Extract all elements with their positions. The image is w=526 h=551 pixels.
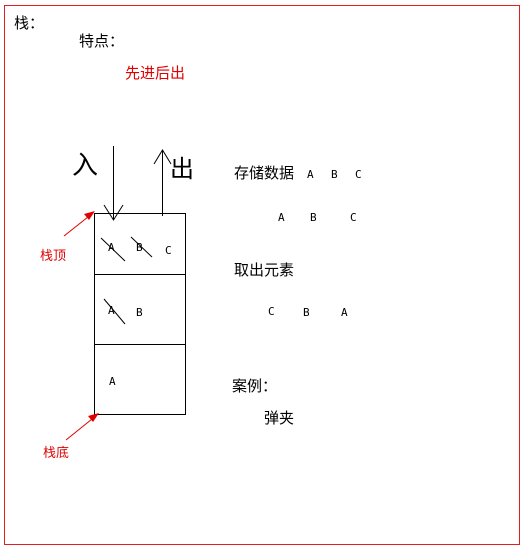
store-letter-c: C [355,168,362,181]
store-letter2-b: B [310,211,317,224]
cell-top-a: A [108,241,115,254]
cell-bottom-a: A [109,375,116,388]
case-value: 弹夹 [264,409,295,427]
store-letter2-c: C [350,211,357,224]
cell-mid-b: B [136,306,143,319]
out-arrow-head [153,149,172,165]
bottom-label: 栈底 [43,446,70,461]
in-arrow-head [103,204,124,221]
store-letter2-a: A [278,211,285,224]
store-letter-a: A [307,168,314,181]
cell-top-c: C [165,244,172,257]
remove-letter-c: C [268,305,275,318]
feature-value: 先进后出 [125,64,186,82]
store-label: 存储数据 [234,164,295,182]
strike-b1 [130,236,153,258]
remove-letter-b: B [303,306,310,319]
stack-box [94,213,186,415]
store-letter-b: B [331,168,338,181]
page-title: 栈： [14,14,45,32]
in-label: 入 [72,151,99,181]
top-pointer-head [84,211,95,220]
remove-label: 取出元素 [234,261,295,279]
case-label: 案例： [232,377,278,395]
strike-a2 [103,298,126,325]
cell-top-b: B [136,241,143,254]
bottom-pointer-head [88,413,99,422]
out-label: 出 [170,155,194,183]
strike-a1 [100,237,126,262]
remove-letter-a: A [341,306,348,319]
frame-border [4,5,520,545]
feature-label: 特点： [79,32,125,50]
top-label: 栈顶 [40,249,67,264]
cell-mid-a: A [108,304,115,317]
